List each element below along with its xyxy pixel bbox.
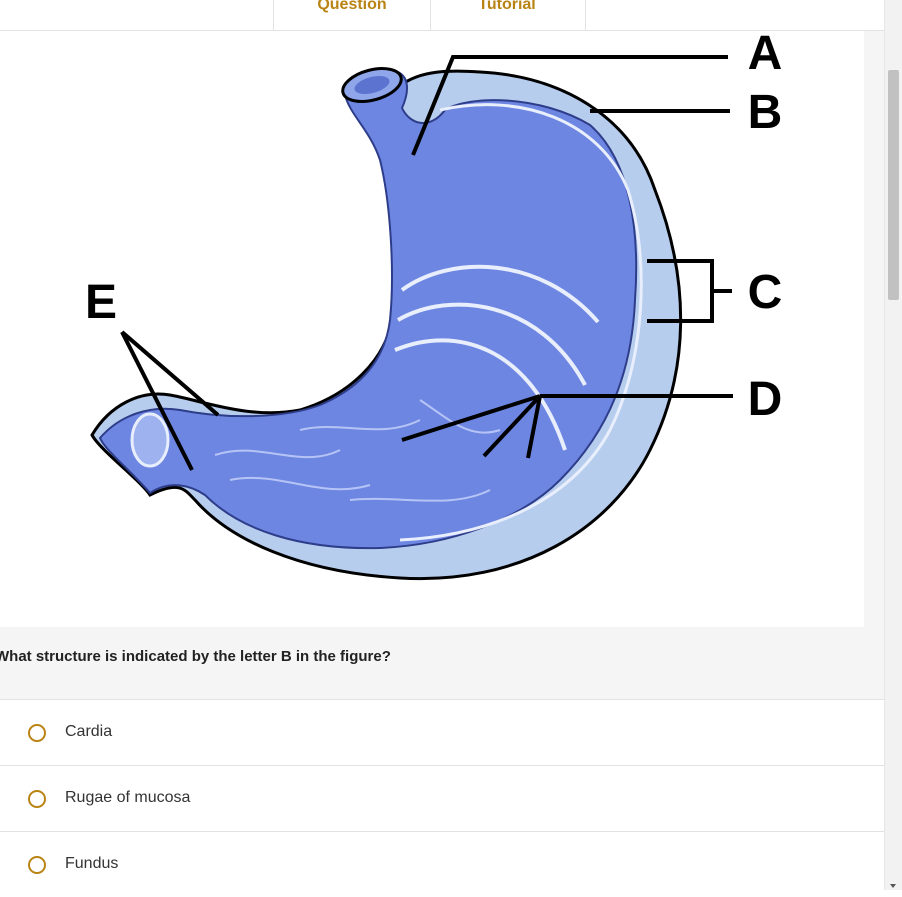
muscle-band-2: [397, 302, 587, 386]
scrollbar-thumb[interactable]: [888, 70, 899, 300]
option-cardia[interactable]: Cardia: [0, 699, 885, 765]
answer-options: Cardia Rugae of mucosa Fundus: [0, 699, 885, 897]
label-d: D: [748, 373, 783, 426]
label-e-line-1: [120, 330, 220, 417]
muscle-band-3: [394, 338, 567, 451]
option-rugae-of-mucosa[interactable]: Rugae of mucosa: [0, 765, 885, 831]
label-e-line-2: [120, 331, 194, 471]
option-fundus[interactable]: Fundus: [0, 831, 885, 897]
tab-tutorial[interactable]: Tutorial: [429, 0, 586, 30]
tab-question[interactable]: Question: [273, 0, 431, 30]
question-text: What structure is indicated by the lette…: [0, 648, 391, 665]
top-tab-bar: Question Tutorial: [0, 0, 885, 31]
label-a: A: [748, 31, 783, 80]
scroll-down-arrow-icon[interactable]: [890, 884, 896, 888]
vertical-scrollbar[interactable]: [884, 0, 902, 890]
question-content: A B C D E What structure is indicated by…: [0, 27, 885, 897]
stomach-figure: A B C D E: [0, 27, 864, 627]
stomach-lining: [399, 103, 643, 542]
muscle-band-1: [400, 264, 600, 324]
rugae-folds: [214, 399, 501, 502]
option-label: Fundus: [65, 855, 119, 872]
radio-button[interactable]: [28, 856, 46, 874]
label-a-line: [411, 55, 728, 156]
option-label: Rugae of mucosa: [65, 789, 191, 806]
label-e: E: [85, 276, 117, 329]
label-c: C: [748, 266, 783, 319]
label-b: B: [748, 86, 783, 139]
option-label: Cardia: [65, 723, 113, 740]
stomach-inner-body: [98, 68, 638, 550]
radio-button[interactable]: [28, 724, 46, 742]
radio-button[interactable]: [28, 790, 46, 808]
pylorus-opening: [130, 412, 170, 468]
stomach-diagram: A B C D E: [85, 27, 783, 581]
